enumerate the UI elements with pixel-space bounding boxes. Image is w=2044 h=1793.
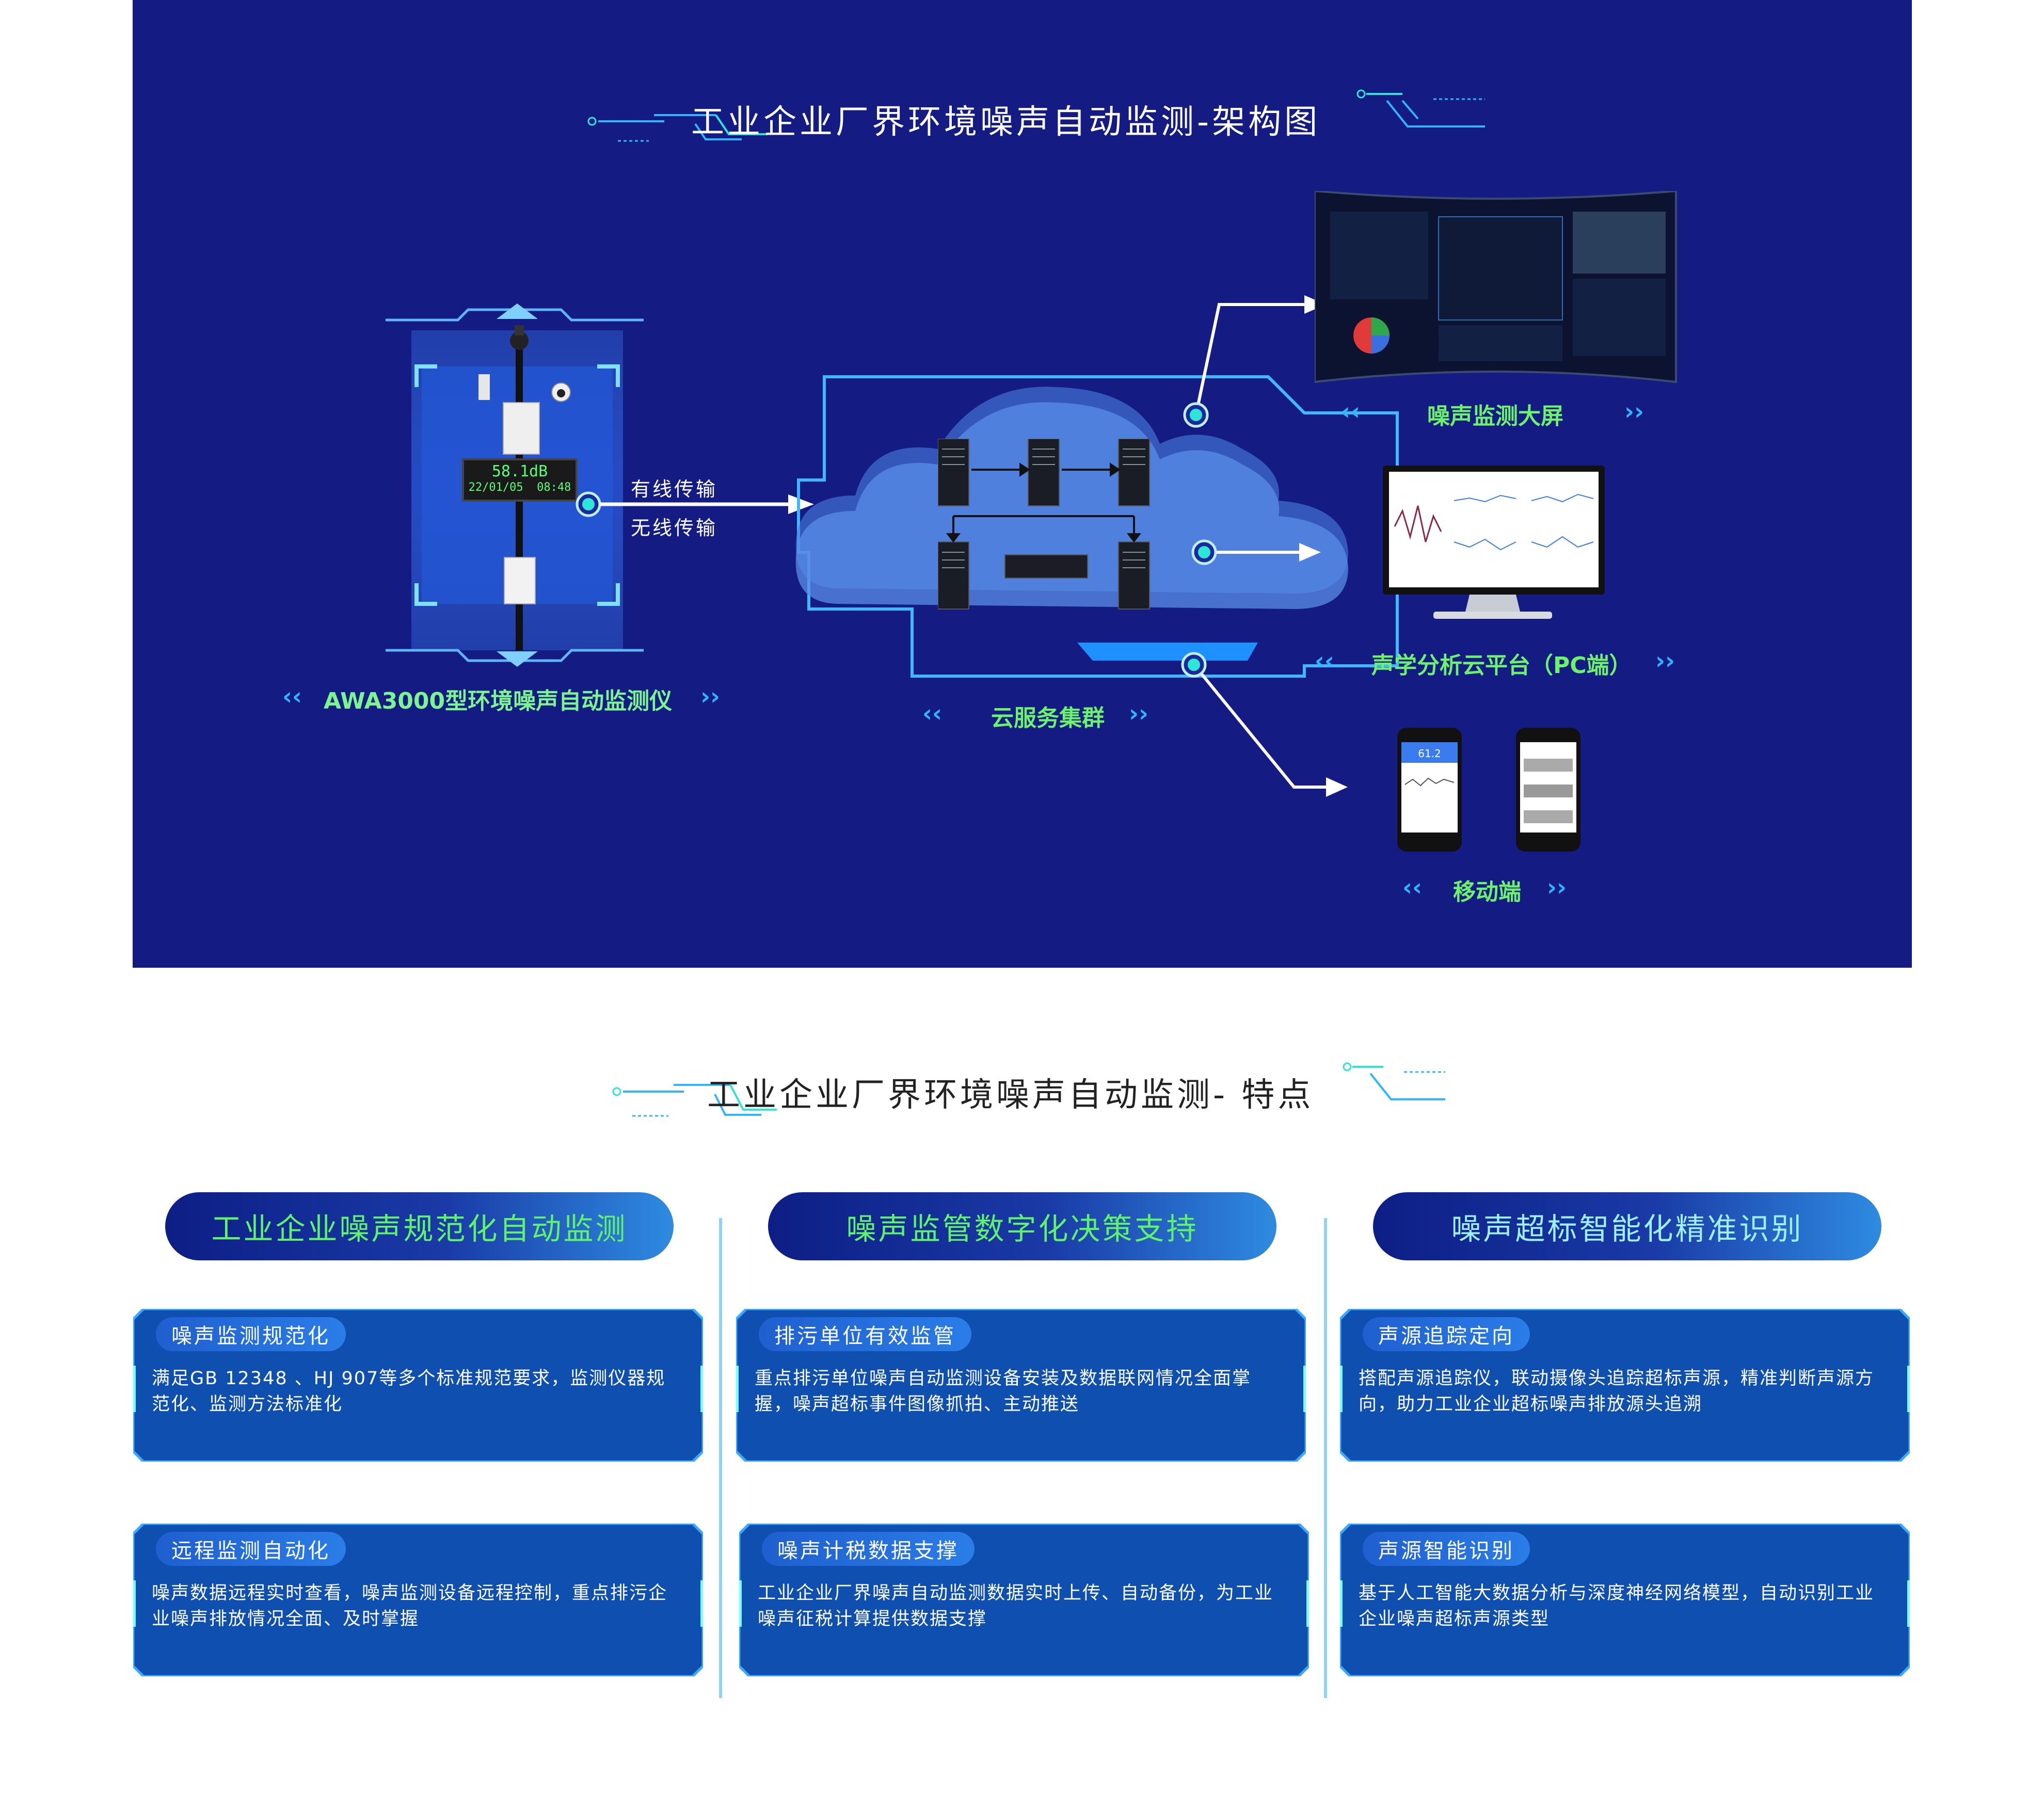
feature-card-tag: 噪声监测规范化 [156,1317,346,1351]
title-deco-right [1356,89,1485,127]
device-label: AWA3000型环境噪声自动监测仪 [324,688,673,714]
pc-label: 声学分析云平台（PC端） [1371,652,1632,679]
feature-card: 远程监测自动化 噪声数据远程实时查看，噪声监测设备远程控制，重点排污企业噪声排放… [133,1524,703,1676]
feature-card-tag: 排污单位有效监管 [759,1317,971,1351]
feature-card: 噪声监测规范化 满足GB 12348 、HJ 907等多个标准规范要求，监测仪器… [133,1309,703,1462]
chevron-right-icon: ›› [1624,397,1644,425]
chevron-right-icon: ›› [700,682,720,710]
column-header-2: 噪声监管数字化决策支持 [768,1192,1276,1260]
link-arrow [576,491,814,517]
column-header-3: 噪声超标智能化精准识别 [1373,1192,1881,1260]
noise-monitor-device [462,325,578,650]
architecture-panel: 工业企业厂界环境噪声自动监测-架构图 [133,0,1912,968]
feature-card: 噪声计税数据支撑 工业企业厂界噪声自动监测数据实时上传、自动备份，为工业噪声征税… [739,1524,1309,1676]
wired-label: 有线传输 [631,478,718,501]
mobile-phones-image [1397,728,1580,852]
chevron-left-icon: ‹‹ [1402,873,1422,901]
feature-card-text: 噪声数据远程实时查看，噪声监测设备远程控制，重点排污企业噪声排放情况全面、及时掌… [152,1583,668,1629]
feature-card-text: 搭配声源追踪仪，联动摄像头追踪超标声源，精准判断声源方向，助力工业企业超标噪声排… [1359,1368,1875,1415]
feature-card-text: 满足GB 12348 、HJ 907等多个标准规范要求，监测仪器规范化、监测方法… [152,1368,666,1415]
chevron-right-icon: ›› [1129,699,1148,727]
features-title-deco-right [1343,1062,1445,1100]
feature-card-text: 重点排污单位噪声自动监测设备安装及数据联网情况全面掌握，噪声超标事件图像抓拍、主… [755,1368,1252,1415]
feature-card-tag: 声源智能识别 [1363,1532,1530,1566]
big-screen-label: 噪声监测大屏 [1427,403,1563,429]
output-connectors [1181,295,1348,797]
chevron-left-icon: ‹‹ [1340,397,1360,425]
server-group [938,439,1150,610]
feature-card-text: 工业企业厂界噪声自动监测数据实时上传、自动备份，为工业噪声征税计算提供数据支撑 [758,1583,1274,1629]
architecture-title: 工业企业厂界环境噪声自动监测-架构图 [691,103,1321,141]
chevron-right-icon: ›› [1547,873,1567,901]
phone-reading: 61.2 [1418,747,1441,760]
chevron-left-icon: ‹‹ [922,699,942,727]
feature-card: 排污单位有效监管 重点排污单位噪声自动监测设备安装及数据联网情况全面掌握，噪声超… [736,1309,1306,1462]
device-display-line2: 22/01/05 08:48 [468,481,571,494]
cloud-label: 云服务集群 [991,705,1105,731]
chevron-left-icon: ‹‹ [1315,647,1334,675]
feature-card-tag: 声源追踪定向 [1363,1317,1530,1351]
column-header-1: 工业企业噪声规范化自动监测 [165,1192,674,1260]
column-divider [1324,1218,1327,1698]
column-divider [719,1218,722,1698]
device-display-line1: 58.1dB [491,462,548,481]
chevron-left-icon: ‹‹ [282,682,302,710]
big-screen-image [1315,191,1677,383]
mobile-label: 移动端 [1453,879,1521,905]
features-title-deco-left [612,1084,777,1117]
feature-card-tag: 远程监测自动化 [156,1532,346,1566]
chevron-right-icon: ›› [1655,647,1675,675]
feature-card: 声源追踪定向 搭配声源追踪仪，联动摄像头追踪超标声源，精准判断声源方向，助力工业… [1340,1309,1910,1462]
features-title: 工业企业厂界环境噪声自动监测- 特点 [707,1076,1314,1114]
feature-card-tag: 噪声计税数据支撑 [762,1532,975,1566]
title-deco-left [587,114,768,142]
pc-monitor-image [1383,466,1605,619]
feature-card: 声源智能识别 基于人工智能大数据分析与深度神经网络模型，自动识别工业企业噪声超标… [1340,1524,1910,1676]
feature-card-text: 基于人工智能大数据分析与深度神经网络模型，自动识别工业企业噪声超标声源类型 [1359,1583,1875,1629]
wireless-label: 无线传输 [631,517,718,539]
